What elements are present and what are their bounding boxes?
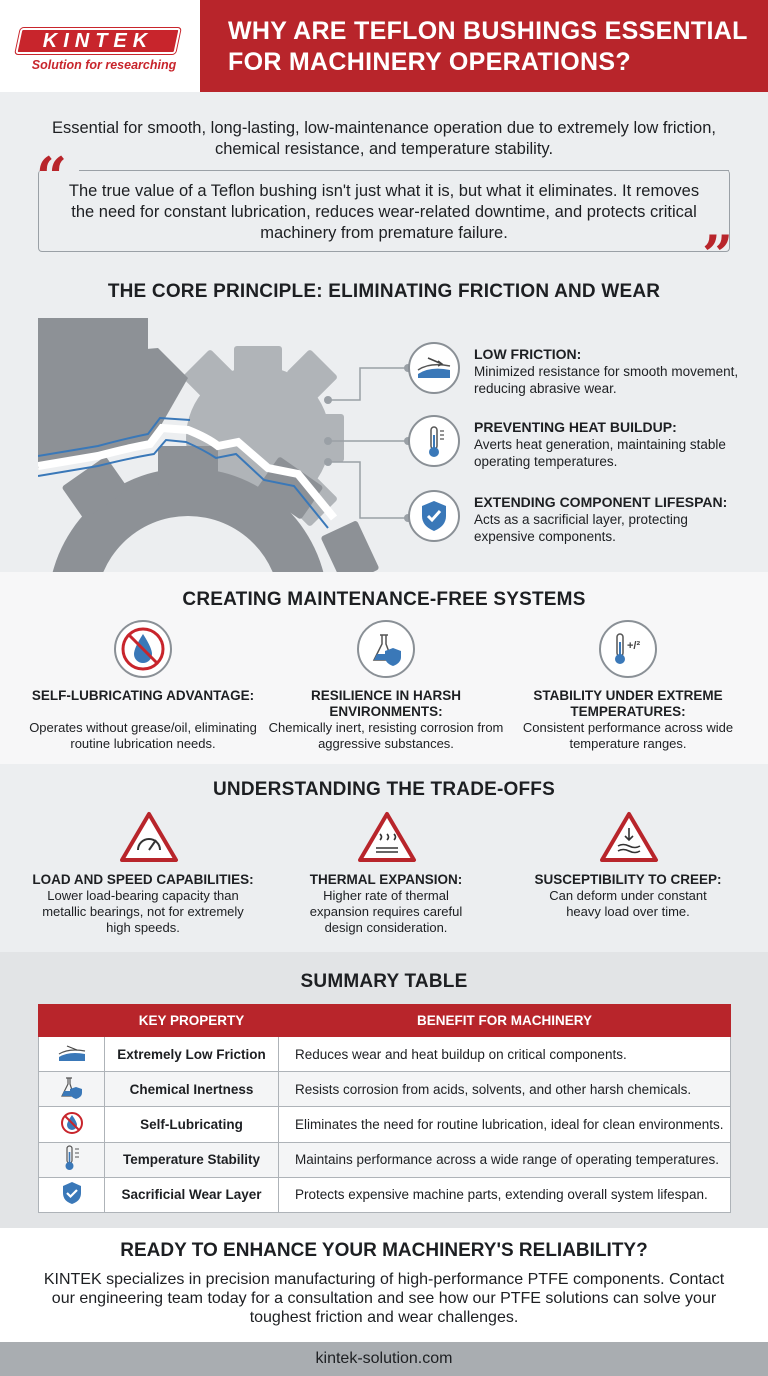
- core-section-title: THE CORE PRINCIPLE: ELIMINATING FRICTION…: [107, 281, 661, 302]
- row-property: Extremely Low Friction: [104, 1035, 279, 1073]
- warning-heat-icon: [358, 812, 416, 862]
- logo-tagline: Solution for researching: [31, 58, 177, 72]
- maint-head-3: STABILITY UNDER EXTREME TEMPERATURES:: [533, 688, 723, 719]
- row-benefit: Eliminates the need for routine lubricat…: [278, 1106, 731, 1143]
- table-row: Self-Lubricating Eliminates the need for…: [38, 1106, 731, 1143]
- trade-head-3: SUSCEPTIBILITY TO CREEP:: [534, 872, 722, 887]
- shield-check-icon: [408, 490, 460, 542]
- cta-body: KINTEK specializes in precision manufact…: [43, 1271, 725, 1326]
- table-row: Extremely Low Friction Reduces wear and …: [38, 1035, 731, 1073]
- trade-body-1: Lower load-bearing capacity than metalli…: [42, 888, 244, 935]
- row-property: Chemical Inertness: [104, 1071, 279, 1108]
- trade-body-3: Can deform under constant heavy load ove…: [549, 888, 707, 919]
- plus-minus-label: +/²: [627, 640, 641, 652]
- feature-body: Averts heat generation, maintaining stab…: [474, 437, 726, 469]
- maint-head-2: RESILIENCE IN HARSH ENVIRONMENTS:: [310, 688, 462, 719]
- table-header-benefit: BENEFIT FOR MACHINERY: [278, 1004, 731, 1037]
- friction-slope-icon: [408, 342, 460, 394]
- row-benefit: Resists corrosion from acids, solvents, …: [278, 1071, 731, 1108]
- page-title: WHY ARE TEFLON BUSHINGS ESSENTIAL FOR MA…: [200, 0, 768, 92]
- trade-body-2: Higher rate of thermal expansion require…: [309, 888, 463, 935]
- maint-head-1: SELF-LUBRICATING ADVANTAGE:: [31, 688, 255, 703]
- thermometer-plus-minus-icon: +/²: [599, 620, 657, 678]
- kintek-logo[interactable]: KINTEK Solution for researching: [0, 0, 200, 92]
- header: KINTEK Solution for researching WHY ARE …: [0, 0, 768, 92]
- summary-section-title: SUMMARY TABLE: [300, 971, 468, 992]
- row-property: Temperature Stability: [104, 1141, 279, 1178]
- feature-head: LOW FRICTION:: [474, 346, 582, 362]
- intro-summary: Essential for smooth, long-lasting, low-…: [52, 119, 716, 158]
- table-row: Sacrificial Wear Layer Protects expensiv…: [38, 1176, 731, 1213]
- feature-head: EXTENDING COMPONENT LIFESPAN:: [474, 494, 728, 510]
- quote-text: The true value of a Teflon bushing isn't…: [68, 182, 700, 242]
- friction-slope-icon: [58, 1045, 85, 1061]
- thermometer-icon: [408, 415, 460, 467]
- tradeoffs-section-title: UNDERSTANDING THE TRADE-OFFS: [213, 779, 555, 800]
- warning-creep-icon: [600, 812, 658, 862]
- maint-body-3: Consistent performance across wide tempe…: [522, 720, 734, 751]
- connector-lines: [324, 364, 410, 522]
- row-benefit: Maintains performance across a wide rang…: [278, 1141, 731, 1178]
- no-oil-drop-icon: [114, 620, 172, 678]
- logo-text: KINTEK: [42, 30, 154, 52]
- feature-heat-buildup: PREVENTING HEAT BUILDUP: Averts heat gen…: [408, 415, 748, 475]
- cta-band: [0, 1228, 768, 1342]
- trade-head-1: LOAD AND SPEED CAPABILITIES:: [32, 872, 254, 887]
- quote-frame: [38, 170, 730, 252]
- trade-head-2: THERMAL EXPANSION:: [309, 872, 463, 887]
- warning-gauge-icon: [120, 812, 178, 862]
- maintenance-section-title: CREATING MAINTENANCE-FREE SYSTEMS: [182, 589, 586, 610]
- no-oil-drop-icon: [60, 1111, 83, 1134]
- table-row: Chemical Inertness Resists corrosion fro…: [38, 1071, 731, 1108]
- open-quote-icon: “: [36, 145, 68, 209]
- feature-body: Acts as a sacrificial layer, protecting …: [474, 512, 688, 544]
- row-benefit: Protects expensive machine parts, extend…: [278, 1176, 731, 1213]
- feature-body: Minimized resistance for smooth movement…: [474, 364, 739, 396]
- table-row: Temperature Stability Maintains performa…: [38, 1141, 731, 1178]
- flask-shield-icon: [357, 620, 415, 678]
- feature-lifespan: EXTENDING COMPONENT LIFESPAN: Acts as a …: [408, 490, 748, 550]
- maint-body-2: Chemically inert, resisting corrosion fr…: [268, 720, 504, 751]
- close-quote-icon: ”: [702, 223, 734, 287]
- shield-check-icon: [62, 1182, 81, 1205]
- feature-low-friction: LOW FRICTION: Minimized resistance for s…: [408, 342, 748, 402]
- page-title-line1: WHY ARE TEFLON BUSHINGS ESSENTIAL: [228, 17, 748, 45]
- row-benefit: Reduces wear and heat buildup on critica…: [278, 1035, 731, 1073]
- table-header-row: KEY PROPERTY BENEFIT FOR MACHINERY: [38, 1004, 731, 1037]
- thermometer-icon: [65, 1145, 79, 1171]
- row-property: Self-Lubricating: [104, 1106, 279, 1143]
- feature-head: PREVENTING HEAT BUILDUP:: [474, 419, 677, 435]
- maint-body-1: Operates without grease/oil, eliminating…: [29, 720, 257, 751]
- website-link[interactable]: kintek-solution.com: [0, 1342, 768, 1376]
- summary-table: KEY PROPERTY BENEFIT FOR MACHINERY Extre…: [38, 1004, 731, 1213]
- flask-shield-icon: [60, 1077, 82, 1099]
- gears-illustration: [38, 318, 379, 572]
- cta-title: READY TO ENHANCE YOUR MACHINERY'S RELIAB…: [120, 1240, 648, 1261]
- table-header-icon: [38, 1004, 105, 1037]
- page-title-line2: FOR MACHINERY OPERATIONS?: [228, 48, 631, 76]
- row-property: Sacrificial Wear Layer: [104, 1176, 279, 1213]
- table-header-property: KEY PROPERTY: [104, 1004, 279, 1037]
